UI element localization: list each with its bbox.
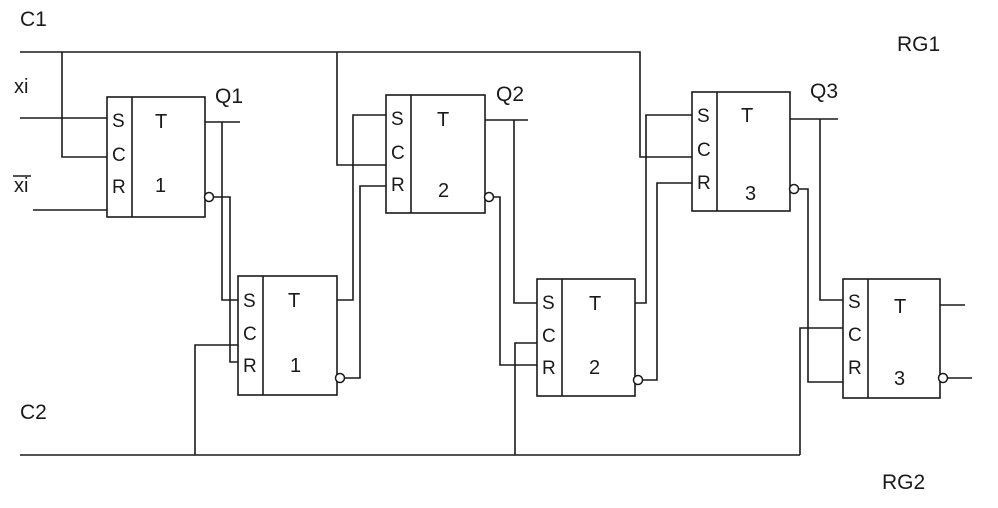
pin-c: C	[112, 145, 126, 166]
flipflop-index: 3	[894, 368, 905, 390]
svg-text:xi: xi	[14, 175, 28, 197]
q3-wire	[790, 118, 843, 301]
inverted-output-bubble	[937, 372, 949, 384]
pin-s: S	[697, 106, 710, 127]
q2-label: Q2	[496, 83, 524, 106]
pin-r: R	[848, 358, 862, 379]
inverted-output-bubble	[334, 372, 346, 384]
pin-s: S	[391, 109, 404, 130]
q1-label: Q1	[215, 85, 243, 108]
flipflop-bottom-1	[237, 275, 346, 396]
inverted-output-bubble	[483, 191, 495, 203]
inverted-output-bubble	[632, 374, 644, 386]
pin-s: S	[243, 291, 256, 312]
inverted-output-bubble	[203, 191, 215, 203]
flipflop-top-3	[691, 91, 800, 212]
rg2-label: RG2	[882, 471, 925, 494]
flipflop-type: T	[741, 105, 753, 127]
flipflop-index: 1	[155, 175, 166, 197]
c1-bus	[20, 51, 692, 158]
flipflop-type: T	[155, 111, 167, 133]
pin-s: S	[848, 292, 861, 313]
c2-label: C2	[20, 401, 47, 424]
pin-r: R	[542, 358, 556, 379]
flipflop-bottom-2	[536, 278, 644, 397]
flipflop-index: 3	[745, 183, 756, 205]
xi-label: xi	[14, 76, 28, 98]
pin-c: C	[697, 140, 711, 161]
pin-r: R	[112, 177, 126, 198]
flipflop-labels: T 1 T 2 T 3 T 1 T 2 T 3	[155, 105, 906, 390]
inverted-output-bubble	[788, 183, 800, 195]
flipflop-index: 1	[290, 355, 301, 377]
flipflop-type: T	[437, 109, 449, 131]
rg1-label: RG1	[897, 33, 940, 56]
q2-wire	[485, 119, 537, 304]
signal-labels: C1 C2 RG1 RG2 Q1 Q2 Q3 xi xi	[13, 8, 940, 494]
pin-r: R	[697, 173, 711, 194]
flipflop-type: T	[288, 290, 300, 312]
flipflop-top-1	[106, 96, 215, 218]
pin-c: C	[542, 326, 556, 347]
wires	[20, 51, 972, 456]
pin-r: R	[391, 175, 405, 196]
pin-c: C	[391, 143, 405, 164]
flipflop-type: T	[589, 293, 601, 315]
pin-c: C	[243, 324, 257, 345]
xi-bar-label: xi	[13, 175, 31, 197]
flipflop-index: 2	[589, 357, 600, 379]
pin-s: S	[112, 111, 125, 132]
q3-label: Q3	[810, 80, 838, 103]
pin-c: C	[848, 325, 862, 346]
q1-wire	[205, 121, 240, 301]
pin-s: S	[542, 293, 555, 314]
flipflop-type: T	[894, 296, 906, 318]
pin-r: R	[243, 356, 257, 377]
flipflop-bottom-3	[842, 278, 949, 399]
flipflop-index: 2	[438, 180, 449, 202]
flipflop-top-2	[385, 94, 495, 214]
c1-label: C1	[20, 8, 47, 31]
pin-labels: S C R S C R S C R S C R S C R S C R	[112, 106, 862, 379]
